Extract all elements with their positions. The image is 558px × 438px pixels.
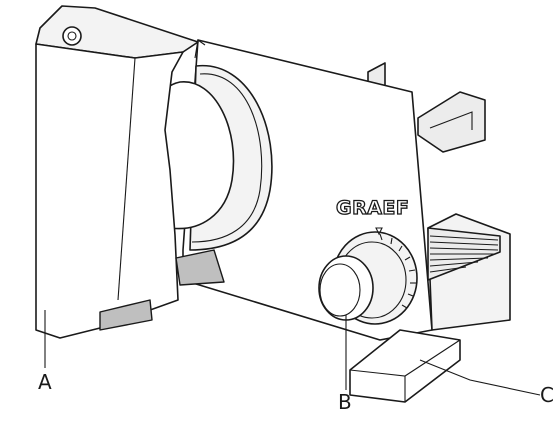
thickness-knob (318, 227, 418, 325)
scale-ticks (379, 233, 416, 309)
front-housing (35, 5, 225, 339)
callout-a-label: A (38, 370, 52, 394)
food-carriage (349, 213, 511, 403)
power-switch (62, 26, 82, 46)
brand-logo: GRAEF (336, 197, 409, 219)
callout-lines (44, 310, 541, 396)
callout-b-label: B (338, 390, 352, 414)
carriage-ribs (429, 235, 499, 273)
callout-c-label: C (540, 383, 554, 407)
